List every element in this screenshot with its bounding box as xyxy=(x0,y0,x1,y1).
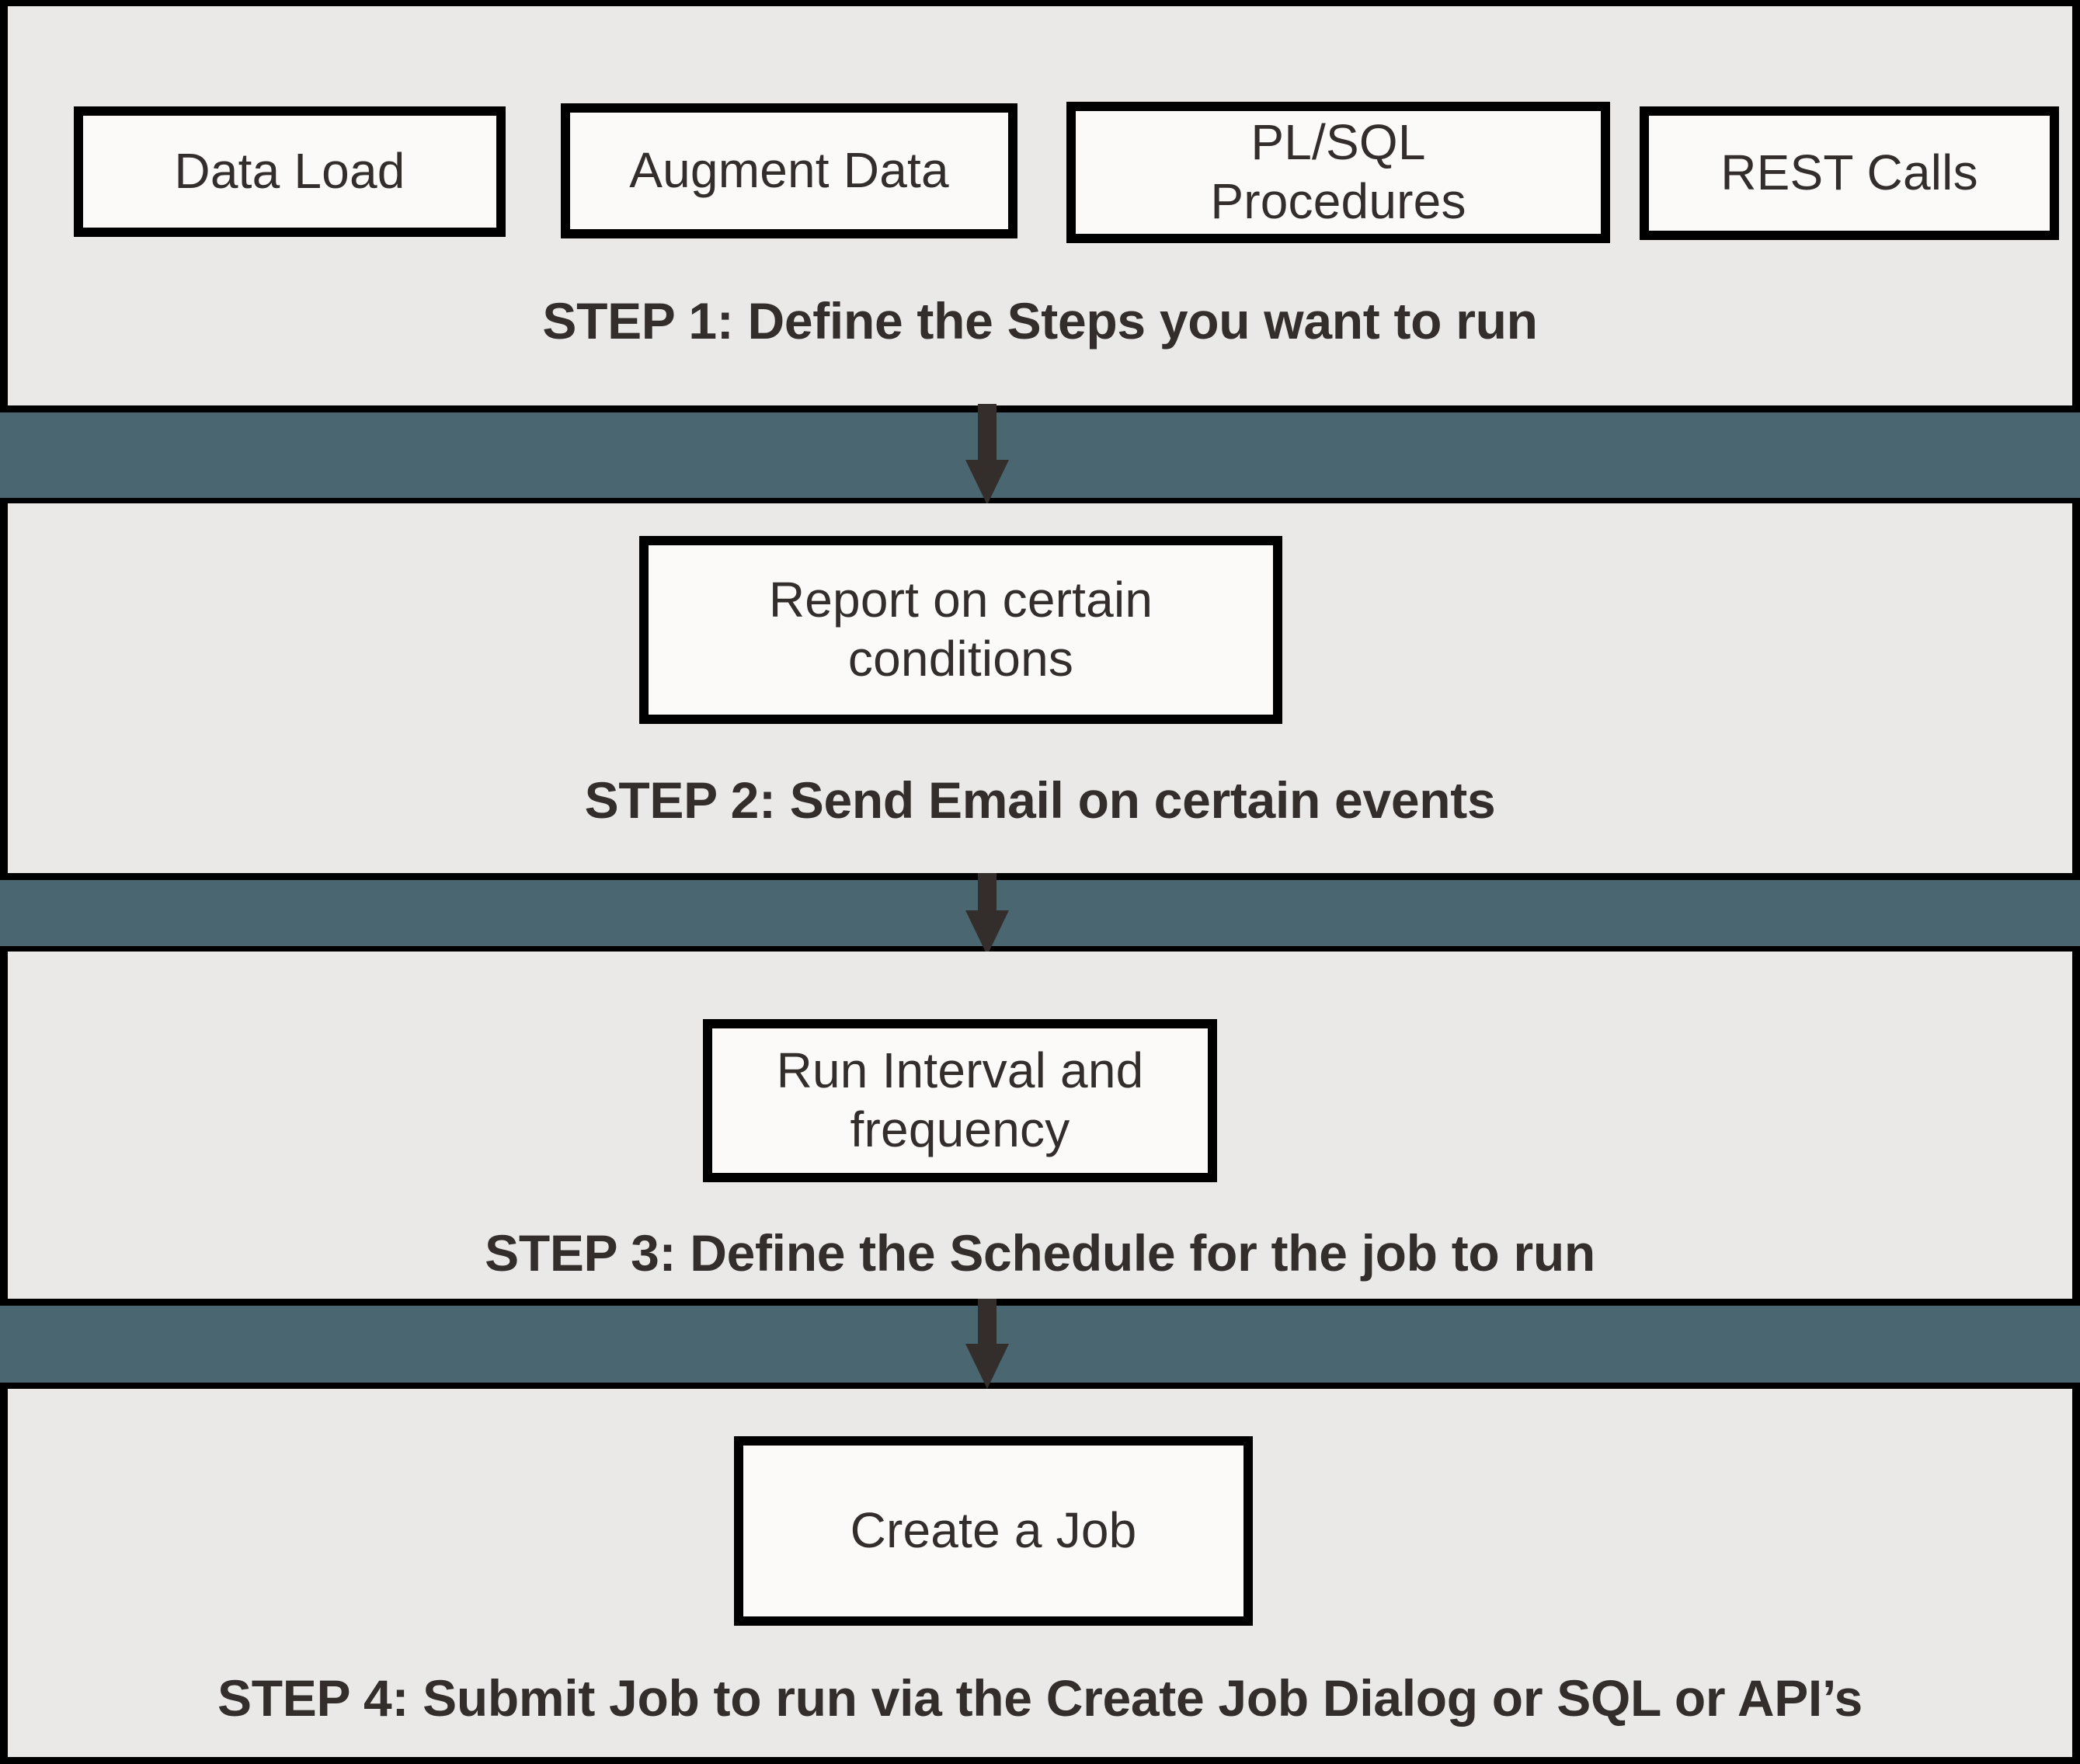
connector-band-2 xyxy=(0,880,2080,946)
arrow-head xyxy=(965,460,1009,505)
node-create-a-job[interactable]: Create a Job xyxy=(734,1436,1253,1626)
step-4-caption: STEP 4: Submit Job to run via the Create… xyxy=(217,1669,1863,1727)
node-rest-calls[interactable]: REST Calls xyxy=(1640,106,2059,240)
arrow-shaft xyxy=(978,1299,997,1347)
node-augment-data[interactable]: Augment Data xyxy=(561,103,1017,238)
arrow-shaft xyxy=(978,404,997,463)
down-arrow-icon xyxy=(965,1299,1009,1389)
step-3-caption: STEP 3: Define the Schedule for the job … xyxy=(485,1224,1595,1282)
node-data-load[interactable]: Data Load xyxy=(74,106,506,237)
down-arrow-icon xyxy=(965,873,1009,955)
arrow-shaft xyxy=(978,873,997,913)
step-1-caption: STEP 1: Define the Steps you want to run xyxy=(542,292,1538,350)
connector-band-1 xyxy=(0,412,2080,498)
arrow-head xyxy=(965,1344,1009,1389)
down-arrow-icon xyxy=(965,404,1009,505)
connector-band-3 xyxy=(0,1306,2080,1383)
arrow-head xyxy=(965,910,1009,955)
step-2-caption: STEP 2: Send Email on certain events xyxy=(584,771,1496,829)
